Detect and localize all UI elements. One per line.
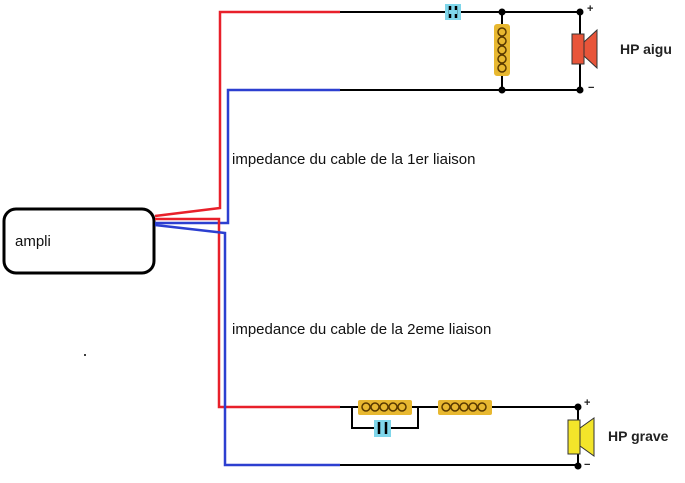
tweeter-label: HP aigu: [620, 41, 672, 57]
woofer-minus: −: [584, 459, 591, 471]
woofer-label: HP grave: [608, 428, 669, 444]
woofer-inductor-1: [358, 400, 412, 415]
tweeter-filter: [340, 11, 581, 91]
tweeter-positive-wire: [154, 10, 340, 218]
woofer-speaker-icon: [567, 417, 595, 457]
tweeter-plus: +: [587, 3, 594, 15]
amplifier-label: ampli: [15, 233, 51, 250]
woofer-negative-wire: [154, 223, 340, 467]
woofer-plus: +: [584, 397, 591, 409]
tweeter-speaker-icon: [571, 28, 598, 70]
woofer-inductor-2: [438, 400, 492, 415]
tweeter-minus: −: [588, 82, 595, 94]
woofer-capacitor: [374, 420, 391, 437]
amplifier-box: [2, 207, 156, 275]
tweeter-inductor: [494, 24, 510, 76]
woofer-positive-wire: [155, 217, 340, 409]
cable-label-second: impedance du cable de la 2eme liaison: [232, 321, 492, 338]
cable-label-first: impedance du cable de la 1er liaison: [232, 151, 476, 168]
tweeter-negative-wire: [155, 88, 340, 225]
